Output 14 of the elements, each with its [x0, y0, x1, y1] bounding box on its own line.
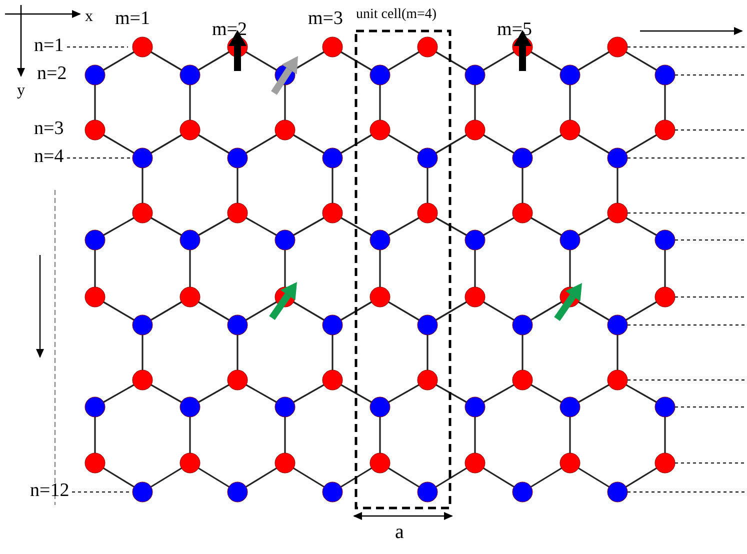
axis-label: x — [85, 9, 93, 25]
axis-label: y — [17, 83, 25, 99]
row-label: n=12 — [30, 481, 70, 500]
row-label: n=3 — [34, 119, 64, 138]
leader-line — [66, 46, 128, 48]
dimension-label: a — [395, 522, 404, 542]
row-label: n=1 — [34, 36, 64, 55]
column-label: m=5 — [497, 20, 532, 39]
column-label: m=1 — [115, 9, 150, 28]
unit-cell-label: unit cell(m=4) — [356, 8, 437, 22]
row-label: n=4 — [34, 147, 64, 166]
column-label: m=3 — [308, 9, 343, 28]
row-label: n=2 — [37, 64, 67, 83]
column-label: m=2 — [212, 20, 247, 39]
